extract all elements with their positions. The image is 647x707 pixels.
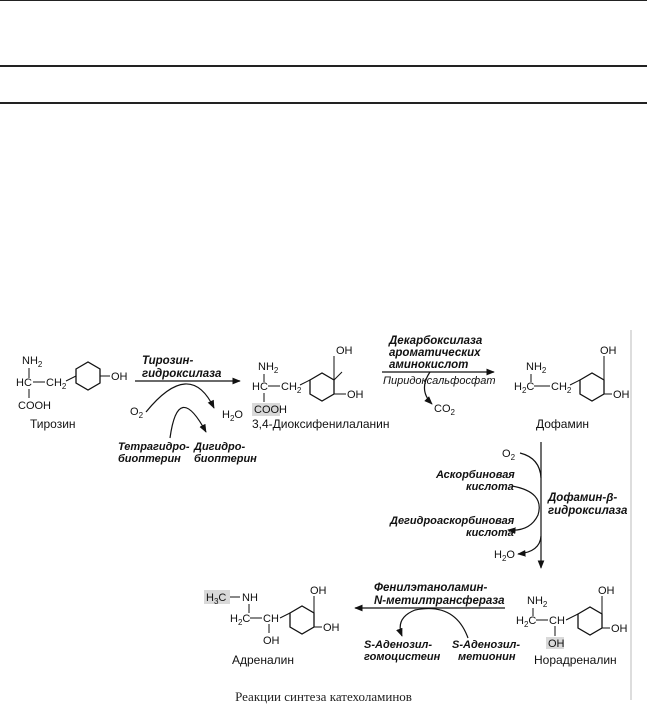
enzyme-pnmt-line1: Фенилэтаноламин- (374, 582, 487, 594)
enzyme-decarboxylase-line1: Декарбоксилаза (388, 335, 483, 347)
co2-label: CO2 (434, 403, 456, 417)
tyrosine-label: Тирозин (30, 417, 76, 431)
dopamine-structure: NH2 H2C CH2 OH OH (514, 345, 630, 402)
svg-text:COOH: COOH (18, 400, 51, 412)
cofactor-ascorbic-line2: кислота (466, 481, 514, 493)
svg-text:NH2: NH2 (527, 595, 548, 609)
curve-sam-sah (396, 608, 469, 639)
h2o-label-1: H2O (222, 409, 243, 423)
svg-text:OH: OH (600, 345, 617, 357)
svg-text:OH: OH (548, 638, 565, 650)
tyrosine-structure: NH2 HC CH2 OH COOH (16, 355, 128, 412)
cofactor-dhb-line1: Дигидро- (193, 441, 245, 453)
enzyme-tyrosine-hydroxylase-line2: гидроксилаза (142, 368, 222, 380)
svg-text:CH2: CH2 (551, 381, 572, 395)
h2o-label-2: H2O (494, 549, 515, 563)
enzyme-decarboxylase-line2: ароматических (389, 347, 481, 359)
adrenaline-structure: H3C NH H2C CH OH OH OH (204, 585, 340, 647)
curve-co2 (423, 371, 433, 405)
cofactor-sam-line1: S-Аденозил- (452, 639, 520, 651)
svg-text:OH: OH (613, 389, 630, 401)
o2-label-1: O2 (130, 406, 144, 420)
svg-text:CH: CH (263, 613, 279, 625)
svg-text:OH: OH (323, 622, 340, 634)
figure-caption: Реакции синтеза катехоламинов (235, 689, 412, 704)
cofactor-dehydroascorbic-line1: Дегидроаскорбиновая (389, 515, 515, 527)
curve-o2-in (519, 452, 542, 479)
svg-text:H2C: H2C (516, 615, 536, 629)
dopamine-label: Дофамин (536, 417, 589, 431)
cofactor-ascorbic-line1: Аскорбиновая (435, 469, 515, 481)
svg-text:OH: OH (336, 345, 353, 357)
lower-rule (0, 102, 647, 104)
enzyme-tyrosine-hydroxylase-line1: Тирозин- (142, 355, 193, 367)
enzyme-decarboxylase-line3: аминокислот (389, 359, 468, 371)
svg-text:NH2: NH2 (22, 355, 43, 369)
catecholamine-synthesis-diagram: NH2 HC CH2 OH COOH Тирозин Тирозин- гидр… (0, 320, 647, 707)
svg-text:COOH: COOH (254, 404, 287, 416)
svg-text:OH: OH (347, 389, 364, 401)
enzyme-dopamine-bh-line1: Дофамин-β- (547, 492, 617, 504)
adrenaline-label: Адреналин (232, 653, 294, 667)
curve-o2-h2o (145, 383, 215, 413)
svg-text:H2C: H2C (230, 613, 250, 627)
cofactor-plp: Пиридоксальфосфат (383, 375, 495, 387)
svg-text:HC: HC (16, 377, 32, 389)
curve-h2o-out (517, 535, 542, 557)
cofactor-thb-line1: Тетрагидро- (118, 441, 190, 453)
svg-text:OH: OH (598, 585, 615, 597)
noradrenaline-label: Норадреналин (534, 653, 617, 667)
svg-text:NH: NH (242, 592, 258, 604)
enzyme-pnmt-line2: N-метилтрансфераза (374, 595, 505, 607)
svg-text:OH: OH (310, 585, 327, 597)
o2-label-2: O2 (502, 448, 516, 462)
cofactor-dehydroascorbic-line2: кислота (466, 527, 514, 539)
svg-text:OH: OH (611, 623, 628, 635)
cofactor-dhb-line2: биоптерин (194, 453, 257, 465)
cofactor-sah-line1: S-Аденозил- (364, 639, 432, 651)
svg-text:H2C: H2C (514, 381, 534, 395)
svg-text:CH2: CH2 (46, 377, 67, 391)
cofactor-sah-line2: гомоцистеин (364, 651, 441, 663)
svg-text:HC: HC (252, 381, 268, 393)
top-rule (0, 0, 647, 1)
curve-thb-dhb (169, 406, 207, 439)
middle-rule (0, 65, 647, 67)
dopa-label: 3,4-Диоксифенилаланин (252, 417, 389, 431)
svg-text:OH: OH (111, 371, 128, 383)
svg-text:CH: CH (549, 615, 565, 627)
curve-ascorbic (507, 485, 540, 535)
noradrenaline-structure: NH2 H2C CH OH OH OH (516, 585, 628, 650)
cofactor-thb-line2: биоптерин (118, 453, 181, 465)
svg-text:OH: OH (263, 635, 280, 647)
svg-text:CH2: CH2 (281, 381, 302, 395)
dopa-structure: NH2 HC CH2 OH OH COOH (252, 345, 364, 416)
enzyme-dopamine-bh-line2: гидроксилаза (548, 505, 628, 517)
svg-text:NH2: NH2 (258, 361, 279, 375)
svg-text:H3C: H3C (206, 592, 226, 606)
svg-text:NH2: NH2 (526, 361, 547, 375)
cofactor-sam-line2: метионин (458, 651, 516, 663)
